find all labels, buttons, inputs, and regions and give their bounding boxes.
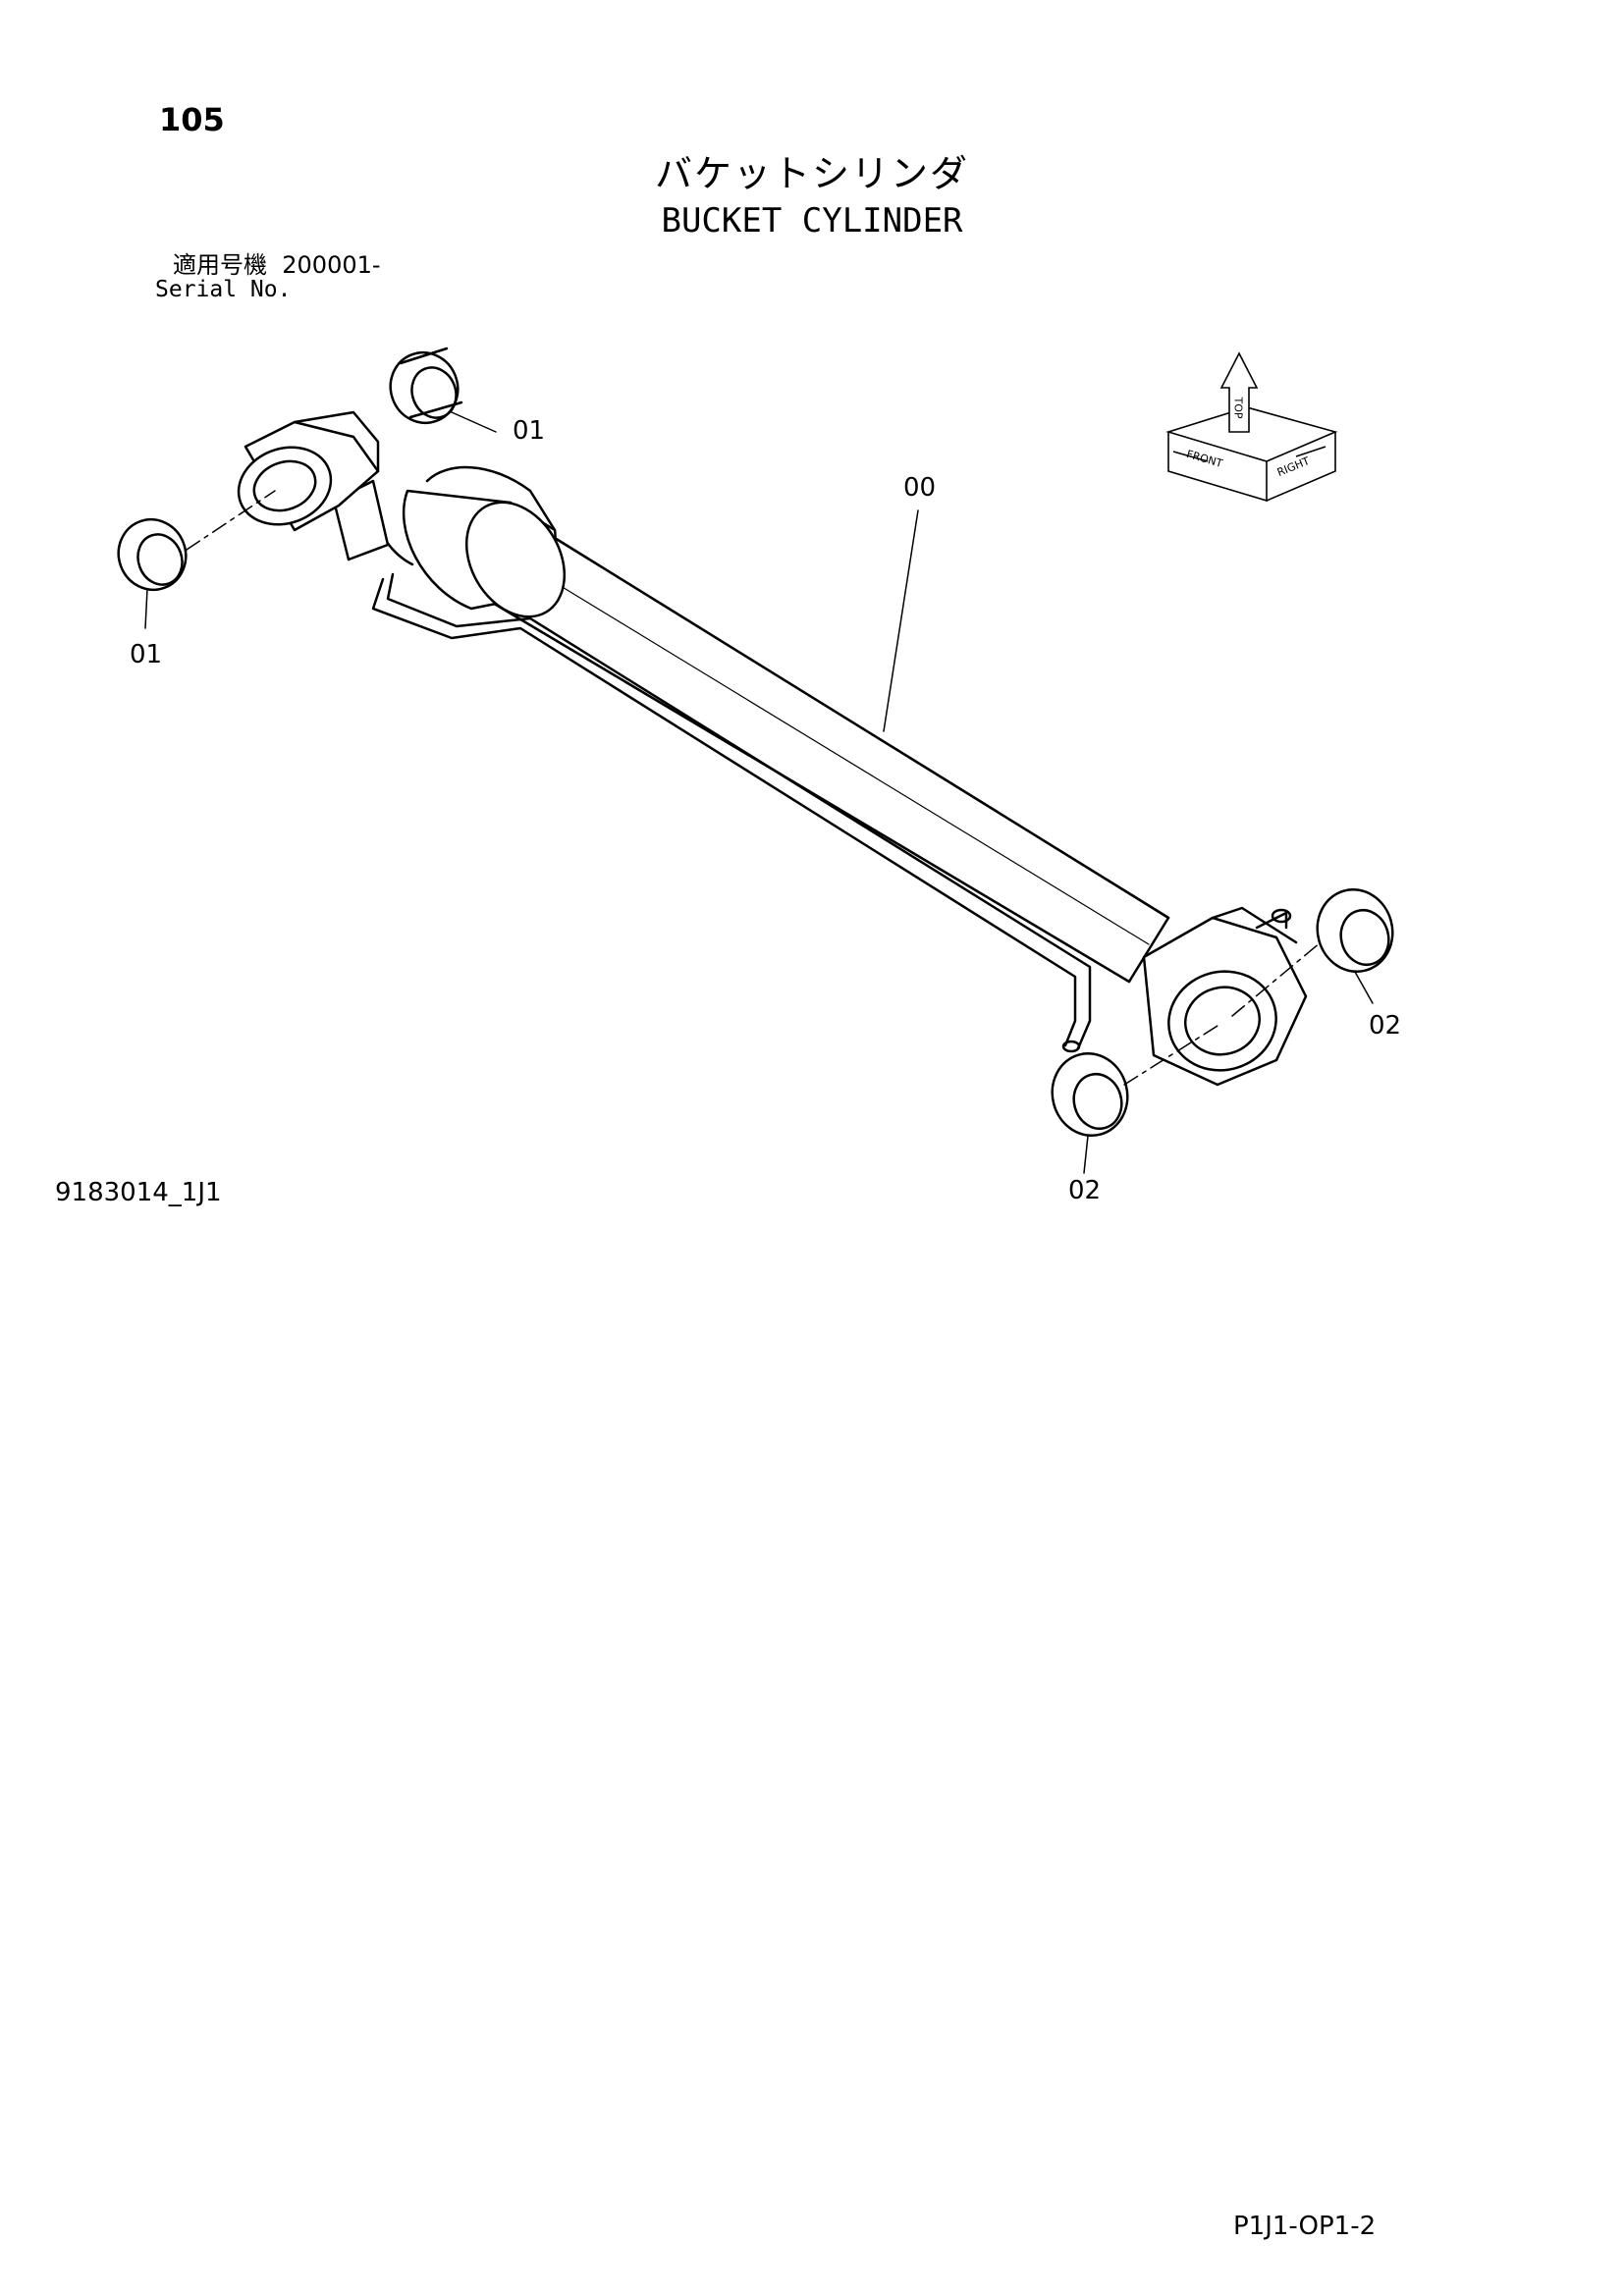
cylinder-head	[366, 465, 567, 618]
hydraulic-pipe	[371, 572, 1092, 1053]
title-japanese: バケットシリンダ	[654, 152, 969, 195]
page-code: P1J1-OP1-2	[1233, 2212, 1377, 2241]
page-number: 105	[159, 101, 225, 138]
rod-eye-bottom	[1142, 906, 1308, 1087]
orientation-top-label: TOP	[1231, 397, 1245, 419]
callout-00-cylinder: 00	[903, 473, 937, 503]
orientation-cube-icon	[1165, 351, 1338, 503]
bushing-01-lower	[117, 517, 188, 592]
bushing-02-lower	[1051, 1052, 1129, 1137]
center-lines	[186, 490, 1322, 1086]
bushing-01-upper	[389, 347, 463, 425]
title-english: BUCKET CYLINDER	[661, 201, 963, 240]
cylinder-tube	[484, 533, 1170, 984]
leader-lines	[144, 411, 1374, 1174]
callout-01-lower: 01	[130, 640, 163, 669]
serial-label-english: Serial No.	[155, 277, 292, 302]
serial-label-japanese: 適用号機 200001-	[173, 253, 381, 277]
serial-label-jp-text: 適用号機	[173, 251, 267, 279]
serial-value: 200001-	[282, 251, 381, 279]
callout-02-right: 02	[1369, 1011, 1402, 1041]
rod-eye-top	[237, 410, 390, 561]
drawing-code: 9183014_1J1	[55, 1178, 222, 1207]
bushing-02-right	[1316, 888, 1394, 973]
callout-02-lower: 02	[1068, 1176, 1102, 1205]
callout-01-upper: 01	[513, 416, 546, 446]
